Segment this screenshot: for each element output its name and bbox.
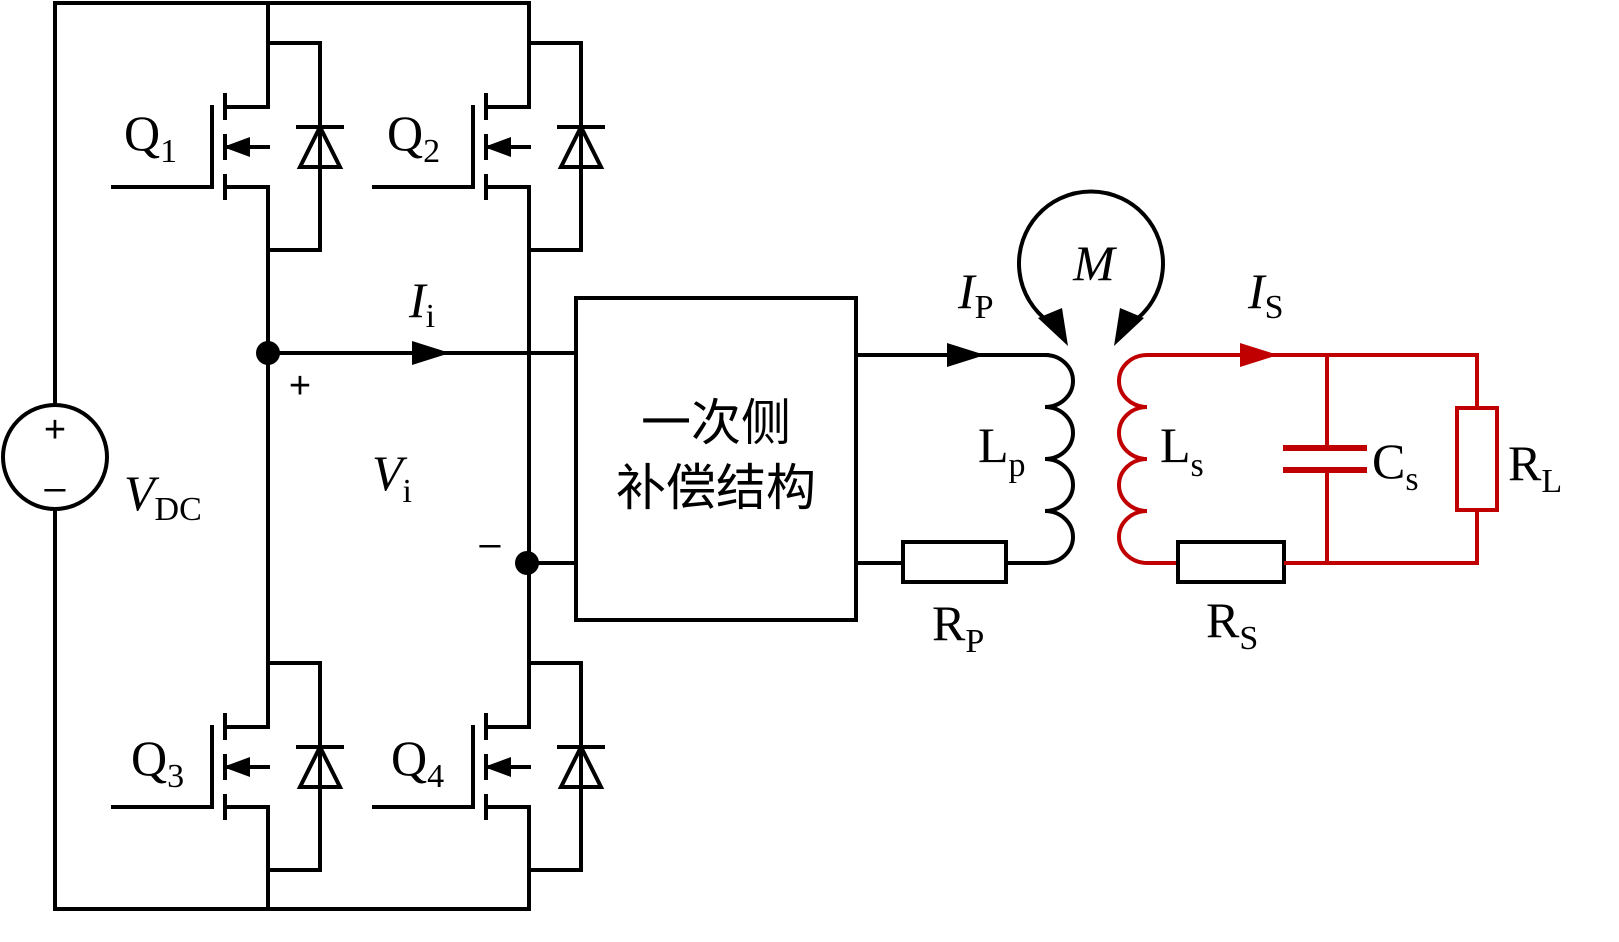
label-rs: RS bbox=[1206, 592, 1258, 657]
label-q1: Q1 bbox=[124, 105, 177, 170]
label-q3: Q3 bbox=[131, 730, 184, 795]
box-label-line1: 一次侧 bbox=[641, 394, 791, 452]
resistor-rp bbox=[901, 540, 1008, 584]
label-m: M bbox=[1072, 235, 1117, 291]
label-ls: Ls bbox=[1160, 417, 1204, 484]
label-cs: Cs bbox=[1372, 433, 1419, 498]
current-arrow-ip bbox=[947, 343, 985, 367]
current-arrow-ii bbox=[412, 341, 450, 365]
node-dot-bottom bbox=[515, 551, 539, 575]
mutual-inductance-arc bbox=[1017, 189, 1165, 324]
label-ip: IP bbox=[957, 263, 994, 326]
secondary-top-wire bbox=[1147, 353, 1479, 408]
node-dot-top bbox=[256, 341, 280, 365]
resistor-rl bbox=[1455, 406, 1499, 512]
vi-plus-sign: + bbox=[289, 365, 311, 407]
dc-source-symbol bbox=[1, 403, 109, 511]
label-lp: Lp bbox=[978, 417, 1026, 484]
current-arrow-is bbox=[1240, 343, 1278, 367]
label-rp: RP bbox=[932, 595, 984, 660]
source-plus-sign: + bbox=[44, 409, 66, 451]
secondary-coil-ls bbox=[1117, 353, 1148, 565]
mutual-arrow-left bbox=[1038, 308, 1068, 346]
secondary-bottom-wire-2 bbox=[1284, 510, 1479, 565]
label-vdc: VDC bbox=[124, 465, 202, 528]
label-is: IS bbox=[1247, 263, 1284, 326]
label-rl: RL bbox=[1508, 435, 1562, 500]
primary-coil-lp bbox=[1044, 353, 1075, 565]
resistor-rs bbox=[1176, 540, 1286, 584]
primary-compensation-box bbox=[574, 296, 858, 622]
label-ii: Ii bbox=[408, 272, 435, 335]
vi-minus-sign: – bbox=[479, 523, 501, 565]
source-minus-sign: – bbox=[44, 467, 66, 509]
label-q2: Q2 bbox=[387, 105, 440, 170]
mutual-arrow-right bbox=[1114, 308, 1144, 346]
label-q4: Q4 bbox=[391, 730, 444, 795]
box-label-line2: 补偿结构 bbox=[616, 459, 816, 517]
label-vi: Vi bbox=[372, 445, 412, 510]
